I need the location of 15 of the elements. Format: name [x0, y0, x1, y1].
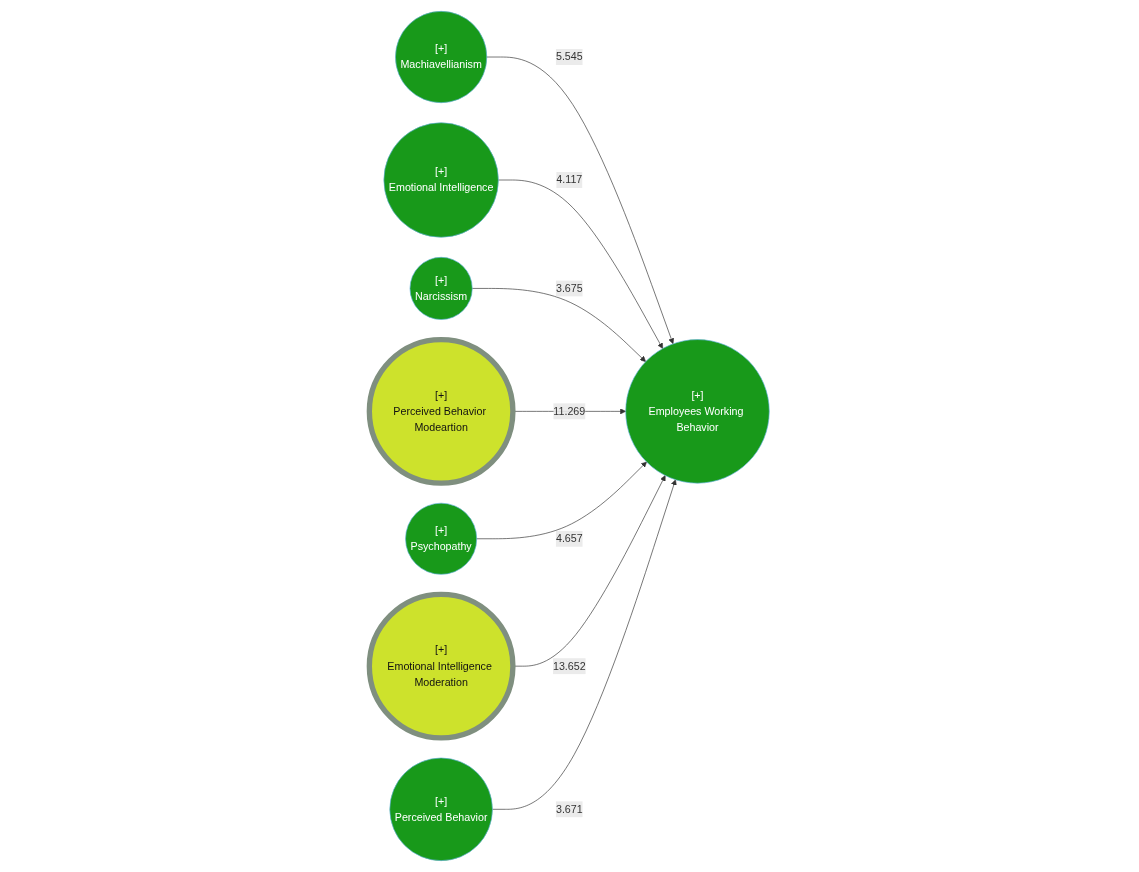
edge-label: 4.657: [556, 532, 583, 545]
node-circle: [+] Psychopathy: [405, 502, 478, 575]
edge-label: 4.117: [556, 174, 583, 186]
node-circle: [+] Narcissism: [409, 256, 473, 320]
edge-label: 13.652: [553, 660, 586, 672]
node-circle: [+] Perceived Behavior: [389, 757, 493, 861]
node-circle: [+] Emotional Intelligence Moderation: [366, 591, 516, 741]
edge-label: 3.675: [556, 282, 583, 294]
edge-label: 11.269: [553, 405, 586, 417]
edge-label: 3.671: [556, 803, 583, 815]
node-circle: [+] Employees Working Behavior: [625, 339, 770, 484]
node-circle: [+] Emotional Intelligence: [383, 122, 499, 238]
edge-label: 5.545: [556, 51, 583, 63]
node-circle: [+] Machiavellianism: [395, 11, 488, 104]
node-circle: [+] Perceived Behavior Modeartion: [366, 336, 516, 486]
